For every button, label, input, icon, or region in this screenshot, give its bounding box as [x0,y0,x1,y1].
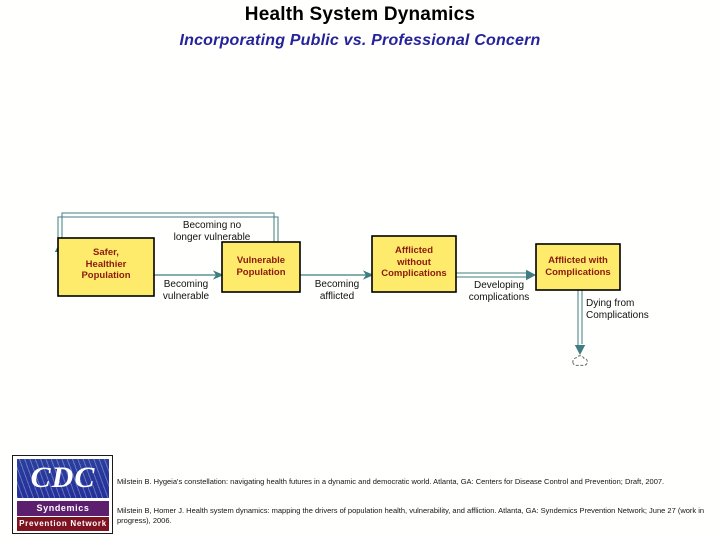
page-title: Health System Dynamics [244,4,476,25]
citation-primary: Milstein B. Hygeia's constellation: navi… [117,477,665,486]
stock-box-vulnerable[interactable] [221,241,301,293]
cdc-syndemics-logo: CDC Syndemics Prevention Network [12,455,113,534]
stock-box-complicated[interactable] [535,243,621,291]
page-subtitle: Incorporating Public vs. Professional Co… [179,32,541,49]
diagram-canvas [54,212,621,366]
logo-band-syndemics: Syndemics [17,501,109,516]
stock-and-flow-diagram: Safer, Healthier Population Vulnerable P… [0,200,720,390]
stock-box-safer[interactable] [57,237,155,297]
citation-secondary: Milstein B, Homer J. Health system dynam… [117,506,705,525]
cdc-mark-text: CDC [30,461,96,494]
flow-pipe-dying-from-complications [574,290,586,355]
sink-cloud-icon [572,355,588,366]
stock-box-afflicted[interactable] [371,235,457,293]
flow-pipe-developing-complications [456,269,536,281]
cdc-mark: CDC [17,459,109,498]
logo-band-prevention: Prevention Network [17,517,109,531]
